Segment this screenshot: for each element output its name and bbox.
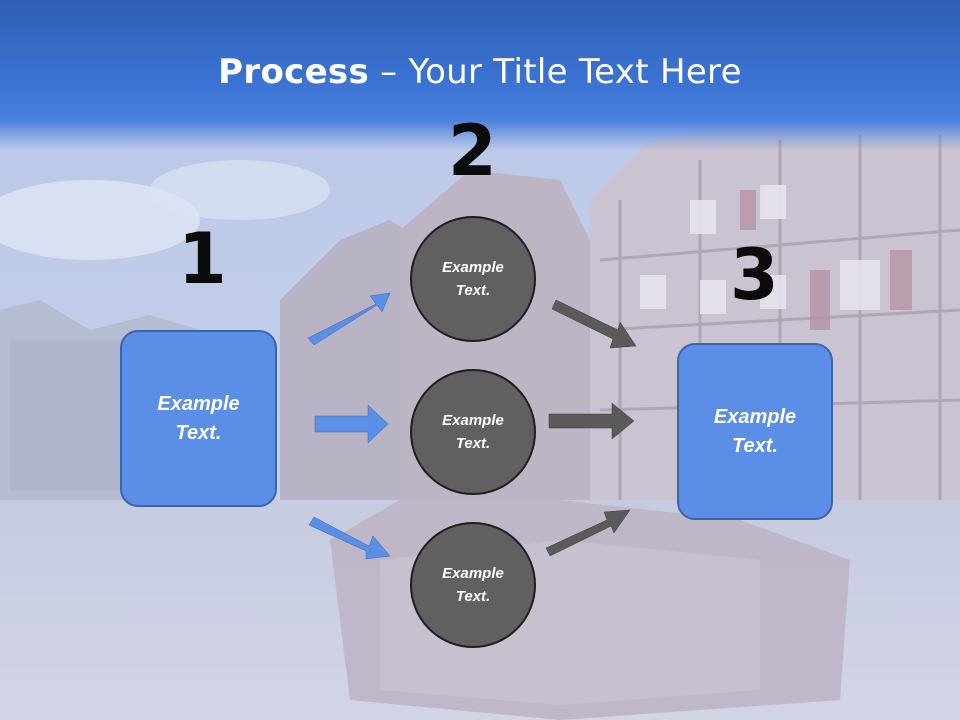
circle-middle-text: Example Text. [442,412,504,452]
right-box[interactable]: Example Text. [677,343,833,520]
circle-top-text: Example Text. [442,259,504,299]
title-rest: – Your Title Text Here [369,52,742,92]
circle-top[interactable]: Example Text. [410,216,536,342]
left-box-text: Example Text. [157,392,240,444]
circle-bottom[interactable]: Example Text. [410,522,536,648]
step-number-1: 1 [178,218,227,300]
circle-middle[interactable]: Example Text. [410,369,536,495]
title-bold: Process [218,52,370,92]
step-number-3: 3 [730,234,779,316]
step-number-2: 2 [448,110,497,192]
right-box-text: Example Text. [713,405,797,457]
left-box[interactable]: Example Text. [120,330,277,507]
slide-title: Process – Your Title Text Here [0,52,960,92]
circle-bottom-text: Example Text. [442,565,504,605]
title-band [0,0,960,150]
